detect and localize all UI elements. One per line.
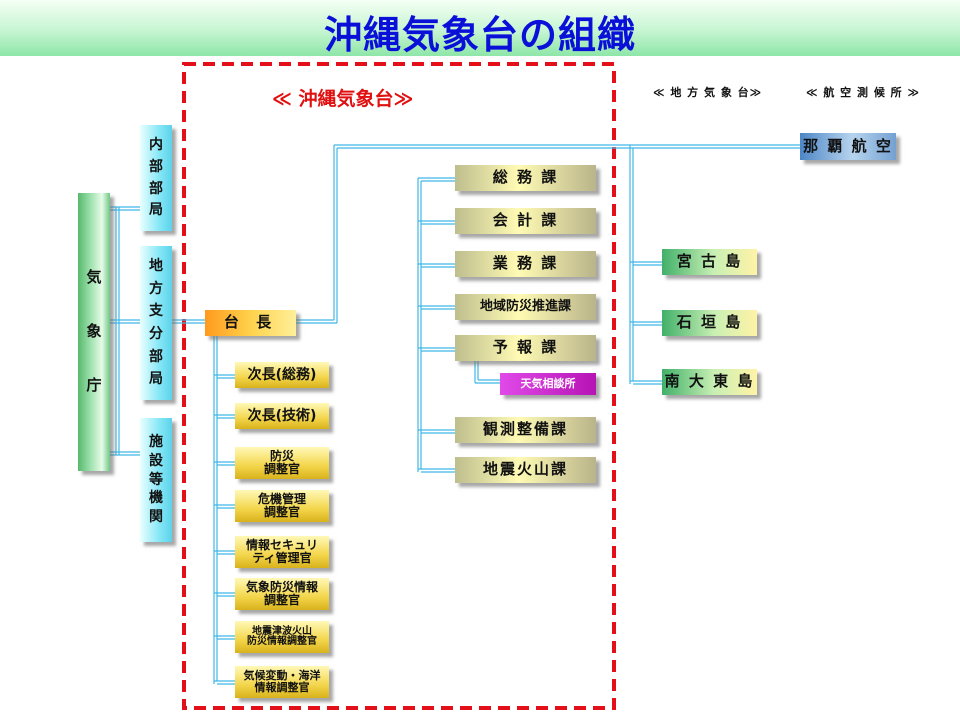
title-banner: [0, 0, 960, 56]
staff-weather-disaster-coordinator: 気象防災情報調整官: [235, 578, 329, 610]
division-accounting: 会 計 課: [455, 208, 596, 234]
office-naha-aviation: 那 覇 航 空: [800, 133, 896, 160]
page-title: 沖縄気象台の組織: [323, 13, 636, 57]
okinawa-label: ≪ 沖縄気象台≫: [272, 88, 414, 110]
connectors: [110, 144, 800, 685]
division-forecast: 予 報 課: [455, 335, 596, 361]
regional-branches-box: 地方支分部局: [140, 246, 172, 400]
division-general-affairs: 総 務 課: [455, 165, 596, 191]
local-office-label: ≪ 地 方 気 象 台≫: [653, 86, 763, 99]
office-miyakojima: 宮 古 島: [662, 249, 757, 275]
aviation-office-label: ≪ 航 空 測 候 所 ≫: [806, 86, 921, 99]
division-operations: 業 務 課: [455, 251, 596, 277]
office-minamidaitojima: 南 大 東 島: [662, 369, 757, 395]
weather-consultation-office: 天気相談所: [500, 373, 596, 395]
staff-deputy-general: 次長(総務): [235, 362, 329, 388]
staff-climate-coordinator: 気候変動・海洋情報調整官: [235, 666, 329, 698]
okinawa-boundary: [182, 62, 616, 710]
staff-crisis-coordinator: 危機管理調整官: [235, 490, 329, 522]
internal-bureaus-box: 内部部局: [140, 125, 172, 231]
staff-disaster-coordinator: 防災調整官: [235, 447, 329, 479]
division-observation: 観測整備課: [455, 417, 596, 443]
facilities-box: 施設等機関: [140, 418, 172, 542]
staff-security-manager: 情報セキュリティ管理官: [235, 536, 329, 568]
office-ishigakijima: 石 垣 島: [662, 310, 757, 336]
staff-seismic-coordinator: 地震津波火山防災情報調整官: [235, 621, 329, 653]
director-box: 台 長: [205, 310, 296, 336]
division-seismology-volcano: 地震火山課: [455, 457, 596, 483]
division-regional-disaster: 地域防災推進課: [455, 294, 596, 320]
agency-box: 気 象 庁: [78, 193, 110, 471]
staff-deputy-technical: 次長(技術): [235, 403, 329, 429]
